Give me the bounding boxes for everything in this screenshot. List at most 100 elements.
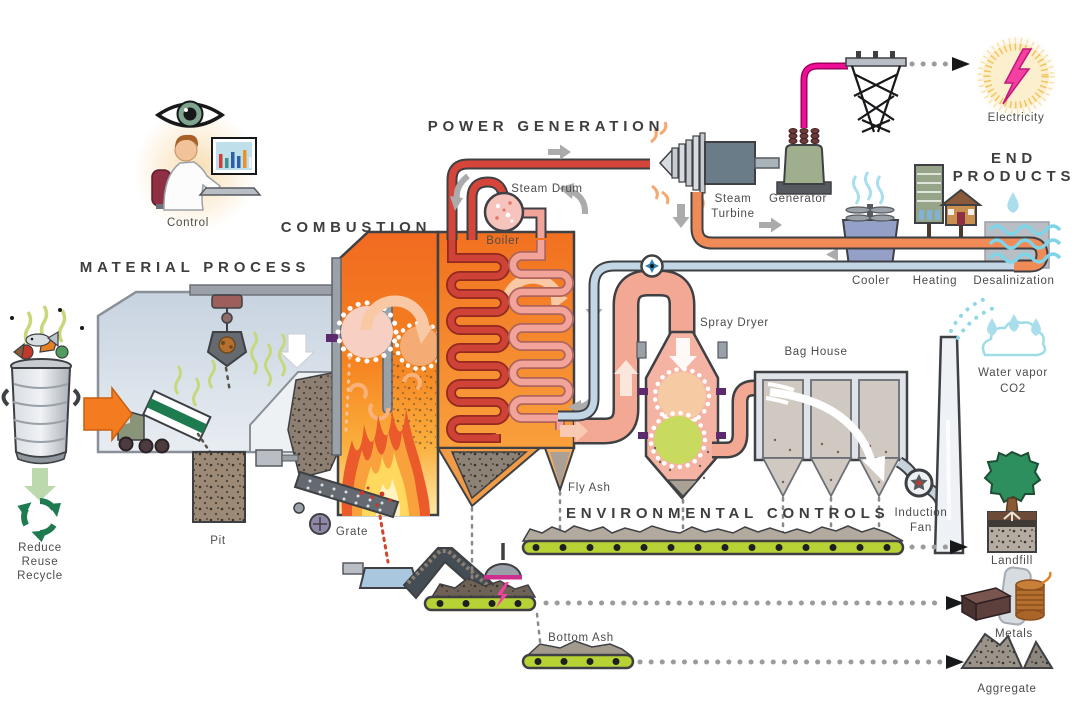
label-water-vapor: Water vapor <box>978 367 1048 379</box>
control-operator <box>151 100 262 211</box>
header-power-generation: POWER GENERATION <box>428 118 665 135</box>
label-steam-turbine-2: Turbine <box>711 208 754 220</box>
fly-ash-conveyor <box>521 525 905 556</box>
tree-icon <box>983 450 1042 504</box>
baghouse-dust <box>773 438 888 484</box>
odor-squiggles <box>174 331 286 407</box>
induction-fan-icon <box>904 468 934 498</box>
pump-icon <box>640 254 664 278</box>
gas-flow-arrow <box>769 388 877 468</box>
label-bottom-ash: Bottom Ash <box>548 632 614 644</box>
lime-injector-nozzle <box>638 388 648 395</box>
header-end-products-2: PRODUCTS <box>953 168 1076 185</box>
header-environmental-controls: ENVIRONMENTAL CONTROLS <box>566 505 889 522</box>
electricity-icon <box>977 37 1055 115</box>
ram-feeder <box>255 449 283 467</box>
bottom-ash-conveyor <box>521 640 635 670</box>
lightning-bolt-icon <box>1002 48 1033 105</box>
aggregate-icon <box>960 632 1054 669</box>
magnetic-separator-icon <box>483 543 523 608</box>
crane-rail <box>189 284 339 296</box>
garbage <box>13 330 69 360</box>
generator-bushings <box>788 128 820 144</box>
recycling-arrows-icon <box>17 498 61 543</box>
can-handle <box>1 388 10 407</box>
label-pit: Pit <box>210 535 226 547</box>
label-spray-dryer: Spray Dryer <box>700 317 769 329</box>
label-boiler: Boiler <box>486 235 520 247</box>
roots <box>1003 511 1021 521</box>
spray-dryer-down-arrow <box>669 338 697 371</box>
operator-body <box>163 161 221 211</box>
label-electricity: Electricity <box>988 112 1045 124</box>
reduce-arrow <box>24 468 56 501</box>
label-heating: Heating <box>913 275 957 287</box>
cooling-steam-squiggles <box>852 171 884 205</box>
sea-waves <box>988 224 1062 264</box>
steam-drum-icon <box>483 191 525 233</box>
label-desalinization: Desalinization <box>973 275 1054 287</box>
flies <box>10 308 84 330</box>
metal-ingot-icon <box>959 587 1013 622</box>
boiler <box>436 230 576 508</box>
label-control: Control <box>167 217 209 229</box>
embers <box>359 486 392 507</box>
label-cooler: Cooler <box>852 275 890 287</box>
label-metals: Metals <box>995 628 1033 640</box>
trash-can-icon <box>1 305 84 465</box>
metals-icon <box>959 566 1052 626</box>
spray-dryer-dust <box>653 446 710 480</box>
waste-down-arrow <box>278 333 316 369</box>
waste-input-arrow <box>83 385 133 443</box>
main-steam-line <box>448 160 650 240</box>
smoke-curls <box>348 372 422 421</box>
smokestack <box>933 295 1001 555</box>
generator-icon <box>776 128 832 195</box>
monitor-icon <box>211 137 257 175</box>
label-reuse: Reuse <box>22 556 59 568</box>
magnet-lightning-icon <box>496 582 509 608</box>
header-combustion: COMBUSTION <box>281 219 432 236</box>
label-co2: CO2 <box>1000 383 1026 395</box>
ash-dust-fall <box>470 490 881 652</box>
combustion-burst-icon <box>341 306 393 358</box>
label-steam-drum: Steam Drum <box>511 183 582 195</box>
laptop-icon <box>198 187 262 196</box>
label-generator: Generator <box>769 193 827 205</box>
feed-hopper <box>249 371 339 479</box>
label-bag-house: Bag House <box>784 346 847 358</box>
combustion-furnace <box>326 230 446 517</box>
label-reduce: Reduce <box>18 542 62 554</box>
landfill-icon <box>983 450 1042 553</box>
house-icon <box>939 188 983 226</box>
header-material-process: MATERIAL PROCESS <box>80 259 310 276</box>
label-landfill: Landfill <box>991 555 1033 567</box>
metal-separator-conveyor <box>423 577 537 612</box>
water-vapor-cloud-icon <box>981 314 1047 357</box>
garbage-truck <box>117 389 212 454</box>
label-induction: Induction <box>895 507 948 519</box>
drum-downcomer <box>521 209 545 238</box>
material-process-building <box>96 284 340 523</box>
turbine-shaft <box>754 157 780 169</box>
water-drop-icon <box>1007 192 1019 213</box>
label-fly-ash: Fly Ash <box>568 482 611 494</box>
flue-gas-duct <box>560 269 696 445</box>
wire-coil-icon <box>1015 571 1052 621</box>
product-dotted-lines <box>543 540 968 669</box>
gas-circulation-arrow <box>360 295 430 331</box>
label-aggregate: Aggregate <box>977 683 1036 695</box>
waste-pit <box>192 451 246 523</box>
transmission-tower-icon <box>845 51 907 134</box>
cooler-icon <box>841 171 900 267</box>
overhead-crane <box>206 294 248 394</box>
heating-buildings <box>914 164 983 242</box>
label-recycle: Recycle <box>17 570 63 582</box>
bag-house <box>753 370 909 498</box>
flue-flow-arrow <box>560 420 588 442</box>
label-steam-turbine-1: Steam <box>715 193 752 205</box>
duct-up-arrow <box>614 360 638 396</box>
spray-dryer <box>636 330 728 500</box>
labels: MATERIAL PROCESS COMBUSTION POWER GENERA… <box>17 112 1076 695</box>
